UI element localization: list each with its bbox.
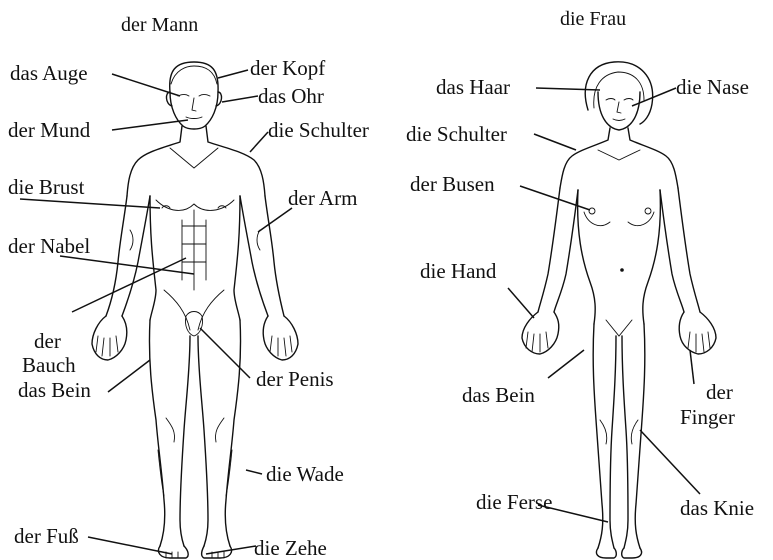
man-title: der Mann xyxy=(121,15,198,35)
label-toe: die Zehe xyxy=(254,538,327,559)
woman-title: die Frau xyxy=(560,9,626,29)
label-nose: die Nase xyxy=(676,77,749,98)
label-knee: das Knie xyxy=(680,498,754,519)
label-ear: das Ohr xyxy=(258,86,324,107)
label-belly-line2: Bauch xyxy=(22,355,76,376)
woman-figure xyxy=(522,62,716,558)
label-eye: das Auge xyxy=(10,63,88,84)
leader-lines xyxy=(20,70,700,554)
label-hand: die Hand xyxy=(420,261,496,282)
label-hair: das Haar xyxy=(436,77,510,98)
label-chest: die Brust xyxy=(8,177,84,198)
label-head: der Kopf xyxy=(250,58,325,79)
label-navel: der Nabel xyxy=(8,236,90,257)
label-mouth: der Mund xyxy=(8,120,90,141)
label-penis: der Penis xyxy=(256,369,334,390)
label-foot: der Fuß xyxy=(14,526,79,547)
label-calf: die Wade xyxy=(266,464,344,485)
label-finger-line1: der xyxy=(706,382,733,403)
label-heel: die Ferse xyxy=(476,492,552,513)
label-belly-line1: der xyxy=(34,331,61,352)
label-arm: der Arm xyxy=(288,188,357,209)
label-woman-shoulder: die Schulter xyxy=(406,124,507,145)
label-bosom: der Busen xyxy=(410,174,495,195)
label-woman-leg: das Bein xyxy=(462,385,535,406)
label-man-shoulder: die Schulter xyxy=(268,120,369,141)
label-finger-line2: Finger xyxy=(680,407,735,428)
label-man-leg: das Bein xyxy=(18,380,91,401)
